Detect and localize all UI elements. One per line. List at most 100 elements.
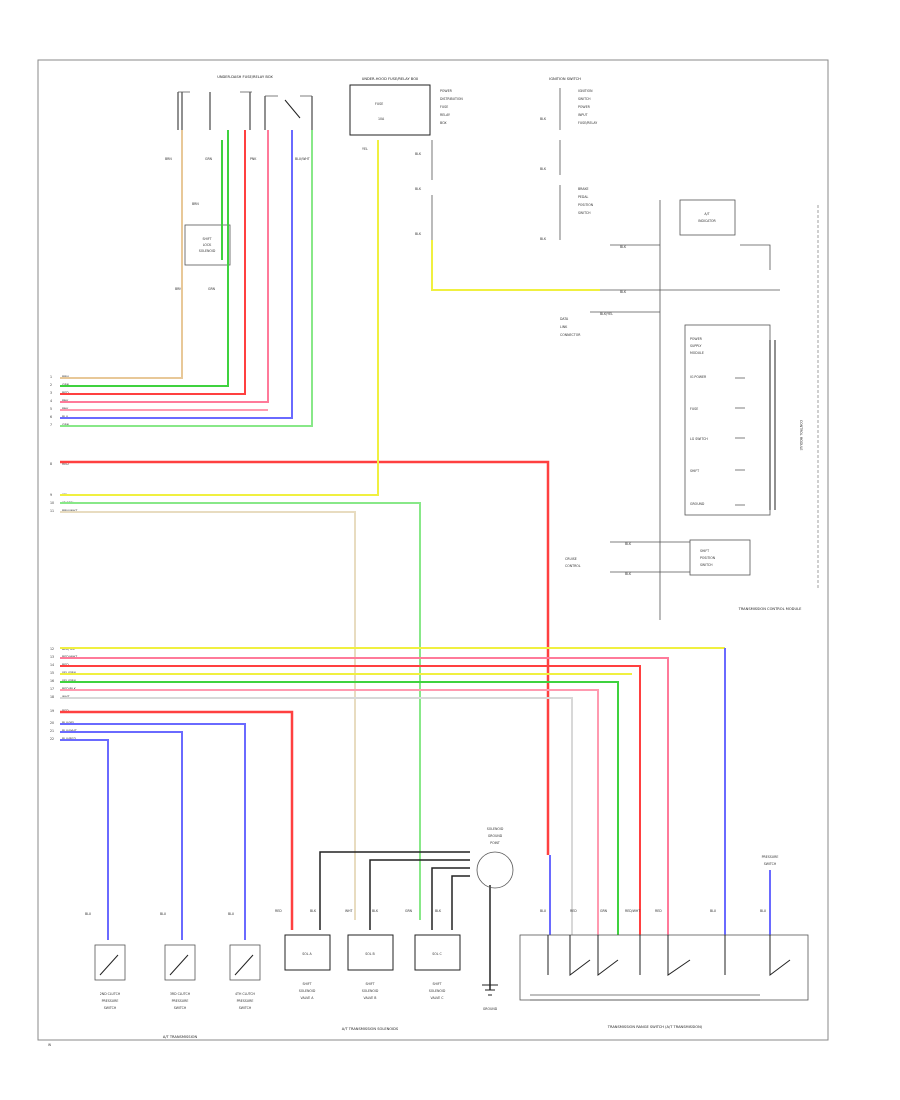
svg-text:SWITCH: SWITCH <box>764 862 777 866</box>
wire-yellow-top <box>60 140 379 496</box>
svg-text:GRN: GRN <box>600 909 608 913</box>
svg-text:SHIFT: SHIFT <box>302 982 311 986</box>
svg-text:FUSE: FUSE <box>440 105 448 109</box>
control-module-right: POWER SUPPLY MODULE IG POWER FUSE LG SWI… <box>565 324 803 611</box>
svg-text:SWITCH: SWITCH <box>174 1006 187 1010</box>
wires-bottom <box>60 647 771 940</box>
wire-yellow-right <box>431 240 600 291</box>
svg-text:BLK: BLK <box>625 572 632 576</box>
svg-text:BLU: BLU <box>760 909 767 913</box>
svg-text:CONTROL: CONTROL <box>565 564 581 568</box>
svg-text:SOL A: SOL A <box>302 952 312 956</box>
svg-text:IGNITION: IGNITION <box>578 89 593 93</box>
wire-gray-low <box>60 697 573 935</box>
svg-text:SOLENOID: SOLENOID <box>299 989 316 993</box>
svg-text:POWER: POWER <box>690 337 703 341</box>
svg-text:CRUISE: CRUISE <box>565 557 577 561</box>
svg-text:15: 15 <box>50 671 54 675</box>
svg-text:BLU: BLU <box>85 912 92 916</box>
svg-text:BRN: BRN <box>175 287 182 291</box>
diagram-border <box>37 59 829 1041</box>
svg-text:SOLENOID: SOLENOID <box>487 827 504 831</box>
svg-text:LOCK: LOCK <box>203 243 212 247</box>
svg-text:INDICATOR: INDICATOR <box>698 219 716 223</box>
wire-red-1 <box>60 130 246 395</box>
svg-text:16: 16 <box>50 679 54 683</box>
svg-text:BLU: BLU <box>710 909 717 913</box>
svg-text:A/T: A/T <box>704 212 709 216</box>
svg-text:POSITION: POSITION <box>578 203 594 207</box>
solenoid-b: SOL B WHT BLK SHIFT SOLENOID VALVE B <box>345 909 394 1000</box>
svg-text:BLK: BLK <box>620 290 627 294</box>
svg-text:BLU: BLU <box>160 912 167 916</box>
svg-text:BLK: BLK <box>415 187 422 191</box>
top-box-1-label: UNDER-DASH FUSE/RELAY BOX <box>217 75 273 79</box>
svg-text:4TH CLUTCH: 4TH CLUTCH <box>235 992 256 996</box>
solenoid-c: SOL C GRN BLK SHIFT SOLENOID VALVE C <box>405 909 461 1000</box>
svg-text:BLU/WHT: BLU/WHT <box>295 157 310 161</box>
svg-text:POINT: POINT <box>490 841 500 845</box>
svg-text:SHIFT: SHIFT <box>690 469 699 473</box>
solenoid-group: A/T TRANSMISSION SOLENOIDS <box>342 1027 399 1031</box>
pressure-switch-1: BLU 2ND CLUTCH PRESSURE SWITCH <box>85 912 126 1010</box>
svg-text:20: 20 <box>50 721 54 725</box>
pressure-switch-2: BLU 3RD CLUTCH PRESSURE SWITCH <box>160 912 196 1010</box>
svg-text:SWITCH: SWITCH <box>578 211 591 215</box>
svg-text:PRESSURE: PRESSURE <box>762 855 779 859</box>
svg-text:BLK: BLK <box>435 909 442 913</box>
svg-text:11: 11 <box>50 509 54 513</box>
svg-text:BLK: BLK <box>540 167 547 171</box>
svg-text:SWITCH: SWITCH <box>239 1006 252 1010</box>
svg-text:6: 6 <box>50 415 52 419</box>
svg-text:LG SWITCH: LG SWITCH <box>690 437 708 441</box>
top-right-ignition: IGNITION SWITCH IGNITION SWITCH POWER IN… <box>540 77 819 620</box>
svg-text:GROUND: GROUND <box>488 834 503 838</box>
svg-text:1: 1 <box>50 375 52 379</box>
svg-text:GRN: GRN <box>208 287 216 291</box>
svg-text:14: 14 <box>50 663 54 667</box>
svg-text:2: 2 <box>50 383 52 387</box>
svg-text:BLK/YEL: BLK/YEL <box>600 312 613 316</box>
svg-text:WHT: WHT <box>345 909 353 913</box>
svg-text:3RD CLUTCH: 3RD CLUTCH <box>170 992 191 996</box>
svg-text:PEDAL: PEDAL <box>578 195 589 199</box>
ground-label: GROUND <box>483 1007 498 1011</box>
svg-text:FUSE/RELAY: FUSE/RELAY <box>578 121 597 125</box>
svg-text:INPUT: INPUT <box>578 113 588 117</box>
svg-text:SOL C: SOL C <box>432 952 442 956</box>
top-box-2-label: UNDER-HOOD FUSE/RELAY BOX <box>362 77 419 81</box>
svg-text:IG POWER: IG POWER <box>690 375 707 379</box>
wire-green-2 <box>60 130 313 427</box>
pressure-switch-3: BLU 4TH CLUTCH PRESSURE SWITCH <box>228 912 261 1010</box>
wire-red-sol <box>60 710 294 930</box>
svg-text:SHIFT: SHIFT <box>202 237 211 241</box>
top-left-connector-group: UNDER-DASH FUSE/RELAY BOX BRN GRN PNK BL… <box>165 75 313 291</box>
svg-text:CONTROL MODULE: CONTROL MODULE <box>799 420 803 450</box>
svg-text:SHIFT: SHIFT <box>700 549 709 553</box>
svg-text:22: 22 <box>50 737 54 741</box>
svg-text:PNK: PNK <box>250 157 257 161</box>
svg-text:BLU: BLU <box>540 909 547 913</box>
wire-blue-sw1 <box>60 739 109 940</box>
svg-text:SWITCH: SWITCH <box>700 563 713 567</box>
svg-text:21: 21 <box>50 729 54 733</box>
transmission-range-switch: BLU RED GRN RED/WHT RED BLU BLU PRESSURE… <box>519 855 809 1029</box>
svg-text:VALVE C: VALVE C <box>430 996 444 1000</box>
top-middle-box: UNDER-HOOD FUSE/RELAY BOX FUSE 10A POWER… <box>349 77 463 240</box>
svg-text:RED: RED <box>275 909 282 913</box>
svg-text:BRN: BRN <box>165 157 172 161</box>
svg-text:8: 8 <box>50 462 52 466</box>
wire-tan <box>60 130 183 379</box>
wire-lightgreen-long <box>60 502 421 920</box>
solenoid-a: SOL A RED BLK SHIFT SOLENOID VALVE A <box>275 909 331 1000</box>
svg-text:SHIFT: SHIFT <box>365 982 374 986</box>
svg-text:SOLENOID: SOLENOID <box>429 989 446 993</box>
range-switch-group: A/T TRANSMISSION <box>163 1035 198 1039</box>
wire-red-long <box>60 460 550 855</box>
switch-group: TRANSMISSION RANGE SWITCH (A/T TRANSMISS… <box>607 1025 703 1029</box>
svg-text:BLK: BLK <box>625 542 632 546</box>
svg-text:PRESSURE: PRESSURE <box>172 999 189 1003</box>
svg-text:VALVE A: VALVE A <box>301 996 315 1000</box>
